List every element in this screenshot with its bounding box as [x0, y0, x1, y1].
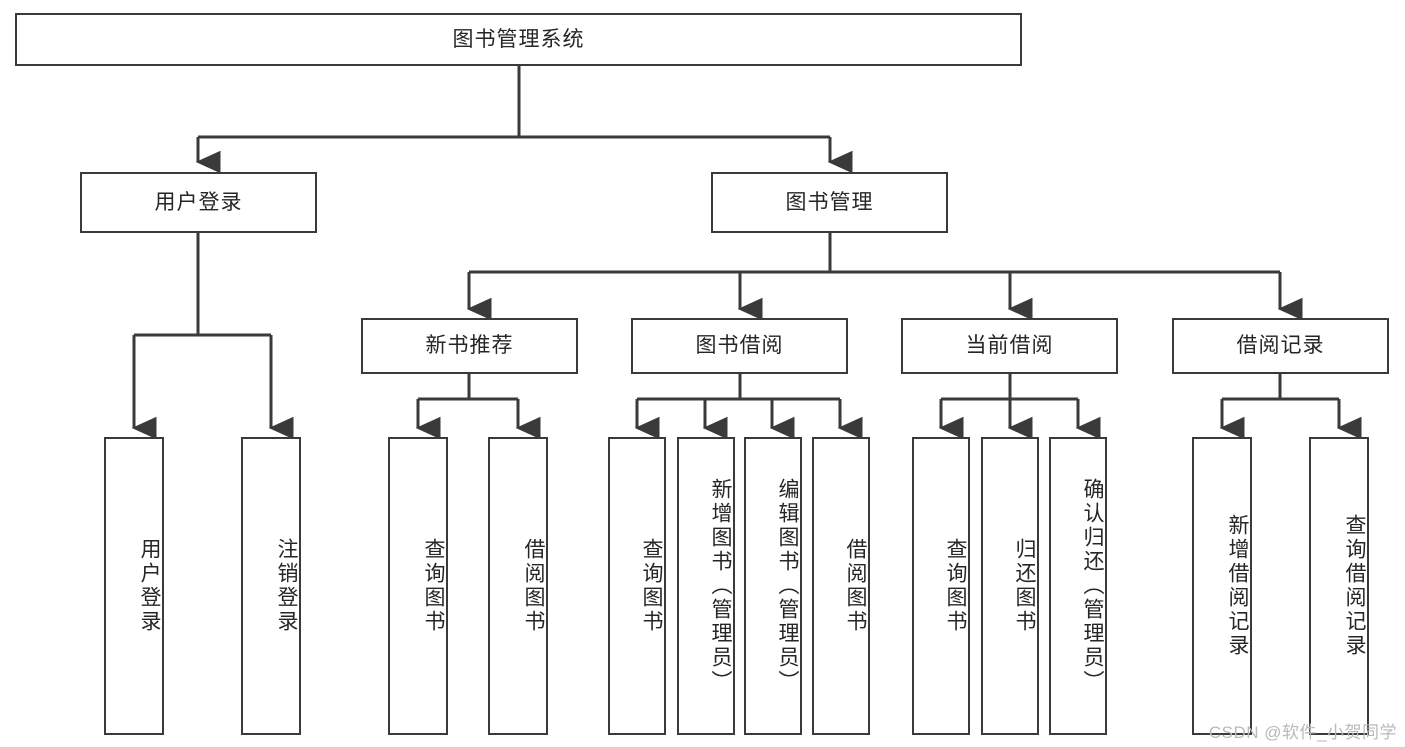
node-label: 当前借阅: [965, 334, 1054, 358]
node-root[interactable]: 图书管理系统: [15, 13, 1022, 66]
leaf-recommend-query-book[interactable]: 查询图书: [388, 437, 448, 735]
node-label: 查询图书: [944, 538, 967, 634]
leaf-borrow-query-book[interactable]: 查询图书: [608, 437, 666, 735]
node-label: 图书管理: [785, 190, 874, 214]
node-label: 归还图书: [1013, 538, 1036, 634]
leaf-records-add-record[interactable]: 新增借阅记录: [1192, 437, 1252, 735]
leaf-user-login-login[interactable]: 用户登录: [104, 437, 164, 735]
node-label: 新书推荐: [425, 334, 514, 358]
node-label: 图书借阅: [695, 334, 784, 358]
leaf-user-login-logout[interactable]: 注销登录: [241, 437, 301, 735]
node-label: 用户登录: [138, 538, 161, 634]
leaf-current-query-book[interactable]: 查询图书: [912, 437, 970, 735]
node-label: 图书管理系统: [452, 27, 585, 51]
node-label: 新增借阅记录: [1226, 514, 1249, 658]
node-label: 借阅图书: [844, 538, 867, 634]
node-borrow-records[interactable]: 借阅记录: [1172, 318, 1389, 374]
node-label: 新增图书（管理员）: [709, 478, 732, 694]
node-label: 确认归还（管理员）: [1081, 478, 1104, 694]
node-label: 借阅记录: [1236, 334, 1325, 358]
leaf-borrow-edit-book-admin[interactable]: 编辑图书（管理员）: [744, 437, 802, 735]
leaf-borrow-borrow-book[interactable]: 借阅图书: [812, 437, 870, 735]
leaf-current-return-book[interactable]: 归还图书: [981, 437, 1039, 735]
node-label: 查询图书: [422, 538, 445, 634]
node-label: 注销登录: [275, 538, 298, 634]
leaf-records-query-record[interactable]: 查询借阅记录: [1309, 437, 1369, 735]
node-user-login[interactable]: 用户登录: [80, 172, 317, 233]
node-label: 编辑图书（管理员）: [776, 478, 799, 694]
node-label: 用户登录: [154, 190, 243, 214]
node-current-borrow[interactable]: 当前借阅: [901, 318, 1118, 374]
node-book-borrow[interactable]: 图书借阅: [631, 318, 848, 374]
node-book-management[interactable]: 图书管理: [711, 172, 948, 233]
watermark: CSDN @软件_小贺同学: [1208, 723, 1397, 742]
node-new-book-recommend[interactable]: 新书推荐: [361, 318, 578, 374]
leaf-recommend-borrow-book[interactable]: 借阅图书: [488, 437, 548, 735]
leaf-borrow-add-book-admin[interactable]: 新增图书（管理员）: [677, 437, 735, 735]
node-label: 查询图书: [640, 538, 663, 634]
node-label: 借阅图书: [522, 538, 545, 634]
node-label: 查询借阅记录: [1343, 514, 1366, 658]
leaf-current-confirm-return-admin[interactable]: 确认归还（管理员）: [1049, 437, 1107, 735]
